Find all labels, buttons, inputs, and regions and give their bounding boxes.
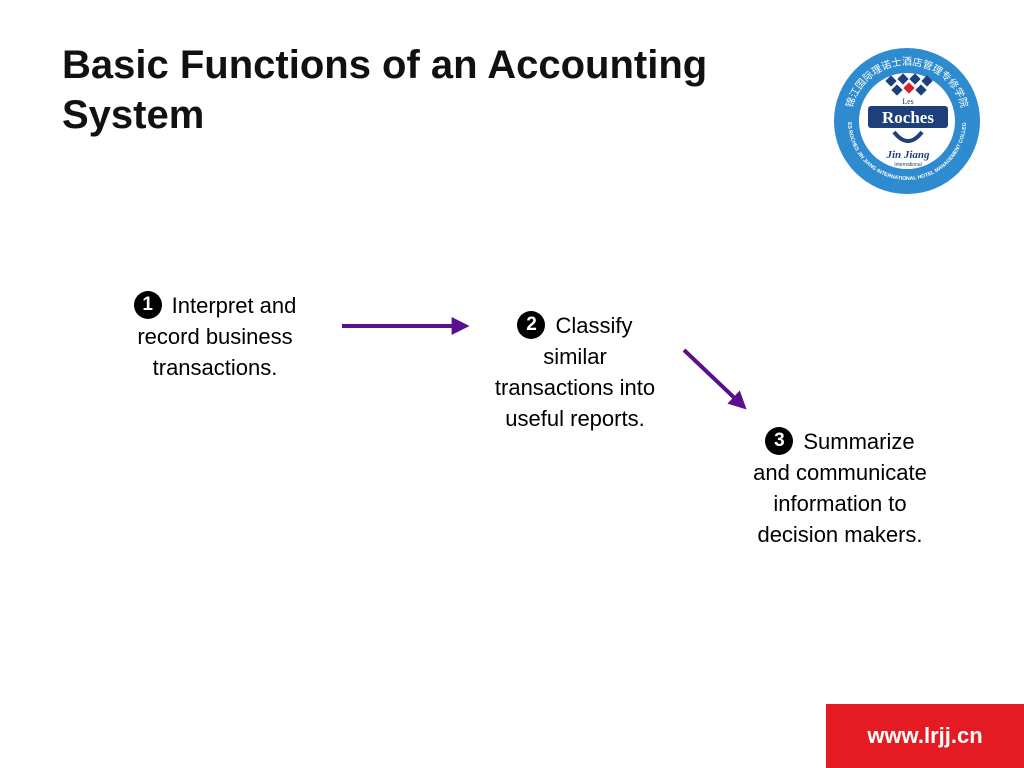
footer-url-badge[interactable]: www.lrjj.cn: [826, 704, 1024, 768]
les-roches-jin-jiang-logo: 锦江国际理诺士酒店管理专修学院 LES ROCHES JIN JIANG INT…: [832, 46, 980, 194]
footer-url[interactable]: www.lrjj.cn: [867, 723, 983, 748]
logo-sub-brand-small: International: [894, 162, 922, 168]
logo-swoosh: [892, 130, 924, 143]
step-1-text-line: transactions.: [152, 355, 278, 380]
slide-title: Basic Functions of an Accounting System: [62, 40, 822, 140]
step-2-text-line: transactions into: [494, 375, 656, 400]
step-1-text-line: record business: [137, 324, 293, 349]
logo-brand-small: Les: [902, 97, 914, 106]
logo-sub-brand: Jin Jiang: [885, 149, 930, 161]
step-3-text-line: information to: [773, 491, 907, 516]
step-3-text-line: and communicate: [753, 460, 927, 485]
step-number-badge-icon: 1: [133, 291, 162, 319]
slide-title-line-2: System: [62, 93, 205, 137]
step-3: 3 Summarize and communicate information t…: [730, 426, 950, 550]
step-3-text-line: Summarize: [803, 429, 915, 454]
arrow-step2-to-step3-icon: [682, 348, 747, 410]
step-3-first-line: 3 Summarize: [730, 426, 950, 457]
step-2-text-line: useful reports.: [505, 406, 645, 431]
logo-brand-main: Roches: [882, 108, 934, 127]
logo-brand-banner: [868, 106, 948, 128]
step-2-text-line: similar: [543, 344, 607, 369]
step-2-first-line: 2 Classify: [470, 310, 680, 341]
step-1-text-line: Interpret and: [171, 293, 297, 318]
step-2: 2 Classify similar transactions into usef…: [470, 310, 680, 434]
step-1: 1 Interpret and record business transacti…: [110, 290, 320, 383]
step-1-first-line: 1 Interpret and: [110, 290, 320, 321]
step-number-badge-icon: 3: [765, 427, 794, 455]
step-number-badge-icon: 2: [517, 311, 546, 339]
step-2-text-line: Classify: [555, 313, 633, 338]
step-3-text-line: decision makers.: [757, 522, 923, 547]
slide-title-line-1: Basic Functions of an Accounting: [62, 43, 708, 87]
